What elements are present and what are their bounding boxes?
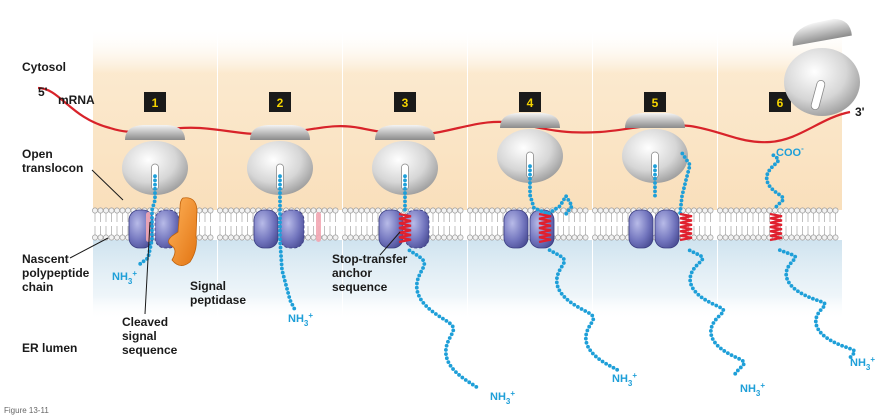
n-terminus-label: NH3+ [740,381,765,398]
lumen-panel [718,240,842,320]
polypeptide-chain [678,151,692,215]
ribosome-small-subunit [375,125,435,140]
polypeptide-chain [528,164,574,216]
released-ribosome [784,18,860,116]
lumen-panel [593,240,717,320]
c-terminus-label: COO- [776,144,804,159]
stop-transfer-anchor-helix [398,212,412,244]
ribosome-small-subunit [625,113,685,128]
open-translocon-leader [91,169,124,201]
step-badge-5: 5 [644,92,666,112]
step-number: 1 [152,96,159,110]
cleaved-signal-sequence [146,212,151,242]
five-prime-label: 5' [38,85,48,99]
ribosome-small-subunit [500,113,560,128]
chain-termini: NH3+ NH3+ NH3+ NH3+ NH3+ NH3+ COO- [112,144,875,406]
translation-steps: 1 2 3 4 5 6 [122,18,860,389]
stop-transfer-anchor-helix [769,212,783,242]
n-terminus-label: NH3+ [612,371,637,388]
cytosol-label: Cytosol [22,60,66,74]
er-lumen-label: ER lumen [22,341,77,355]
stop-transfer-anchor-helix [538,212,552,244]
cleaved-signal-leader [144,221,151,315]
polypeptide-chain [547,248,620,372]
nascent-chain-leader [69,237,109,259]
signal-peptidase-label: Signal peptidase [190,279,246,307]
ribosome-small-subunit [792,18,852,47]
n-terminus-label: NH3+ [850,355,875,372]
stop-transfer-anchor-helix [679,212,693,242]
step-badge-1: 1 [144,92,166,112]
lumen-panel [93,240,217,320]
n-terminus-label: NH3+ [490,389,515,406]
polypeptide-chain [777,248,856,359]
exit-tunnel [810,79,826,111]
polypeptide-chain [278,174,297,311]
step-badge-4: 4 [519,92,541,112]
step-number: 4 [527,96,534,110]
three-prime-label: 3' [855,105,865,119]
polypeptide-chain [687,248,746,376]
step-badge-2: 2 [269,92,291,112]
stop-transfer-label: Stop-transfer anchor sequence [332,252,411,294]
compartment-panels [93,28,842,320]
signal-peptidase [168,197,198,266]
n-terminus-label: NH3+ [288,311,313,328]
ribosome [622,113,688,183]
open-translocon-label: Open translocon [22,147,83,175]
figure-caption: Figure 13-11 [4,406,49,415]
lumen-panel [343,240,467,320]
polypeptide-chain [653,164,657,198]
stop-transfer-leader [379,231,401,256]
step-number: 2 [277,96,284,110]
step-badge-3: 3 [394,92,416,112]
n-terminus-label: NH3+ [112,269,137,286]
translocon [253,209,305,249]
step-number: 5 [652,96,659,110]
mrna-label: mRNA [58,93,95,107]
step-number: 3 [402,96,409,110]
polypeptide-chain [403,174,407,212]
step-number: 6 [777,96,784,110]
ribosome-small-subunit [250,125,310,140]
step-badge-6: 6 [769,92,791,112]
ribosome [372,125,438,195]
cleaved-signal-label: Cleaved signal sequence [122,315,178,357]
cleaved-signal-sequence [316,212,321,242]
translocon [628,209,680,249]
ribosome-small-subunit [125,125,185,140]
lumen-panel [468,240,592,320]
ribosome [247,125,313,195]
polypeptide-chain [407,248,479,389]
er-membranes [92,207,839,241]
ribosome [497,113,563,183]
polypeptide-chain [764,153,785,209]
nascent-chain-label: Nascent polypeptide chain [22,252,93,294]
translocon [378,209,430,249]
